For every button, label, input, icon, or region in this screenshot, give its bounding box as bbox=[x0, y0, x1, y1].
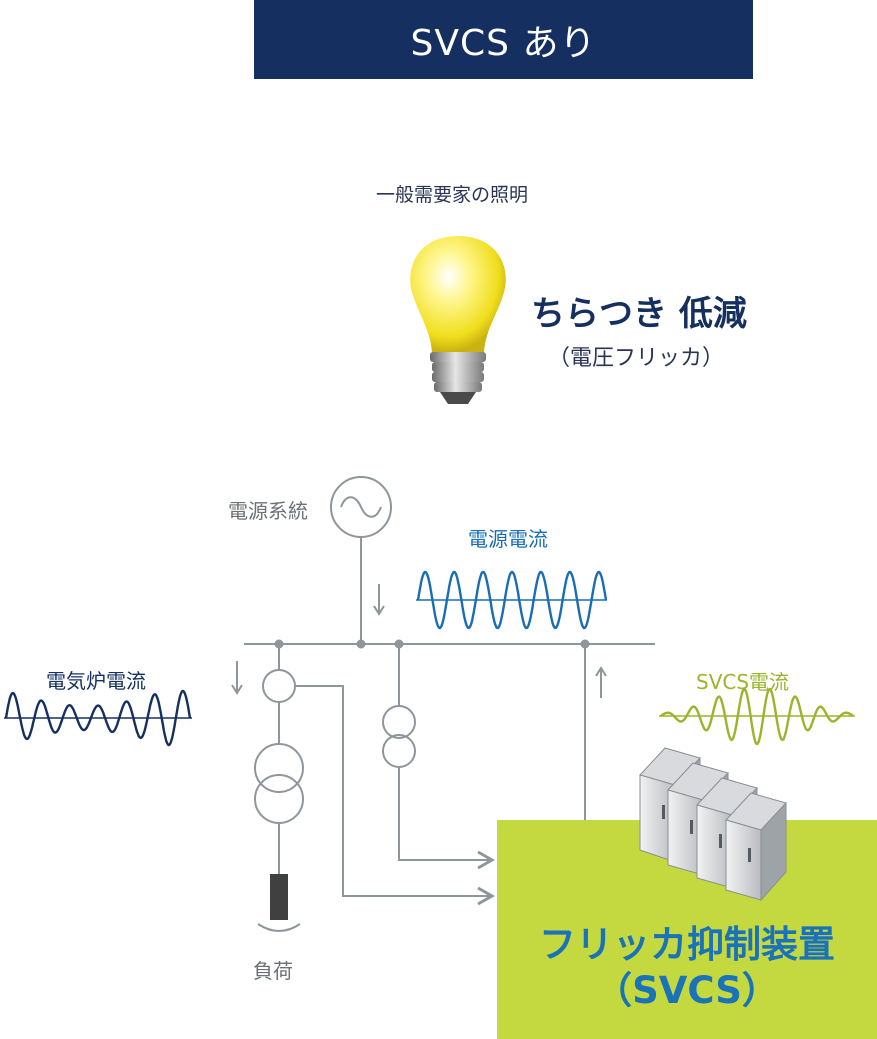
arrow-down-furnace-icon bbox=[231, 661, 243, 695]
svcs-device-abbr: （SVCS） bbox=[595, 969, 779, 1013]
power-grid-label: 電源系統 bbox=[228, 499, 308, 523]
current-transformer-icon bbox=[262, 669, 296, 703]
load-electrode-icon bbox=[257, 874, 301, 932]
load-label: 負荷 bbox=[253, 959, 293, 983]
voltage-transformer-icon bbox=[382, 705, 416, 768]
svcs-current-label: SVCS電流 bbox=[696, 670, 790, 694]
header-title: SVCS あり bbox=[254, 0, 753, 79]
arrow-down-source-icon bbox=[373, 584, 385, 616]
light-bulb-icon bbox=[410, 236, 506, 404]
transformer-icon bbox=[254, 743, 304, 824]
furnace-current-wave bbox=[4, 689, 192, 747]
lighting-label: 一般需要家の照明 bbox=[376, 184, 529, 206]
source-current-wave bbox=[416, 570, 608, 630]
svcs-current-wave bbox=[660, 687, 854, 746]
bus-junctions bbox=[274, 639, 590, 649]
furnace-current-label: 電気炉電流 bbox=[46, 669, 146, 693]
arrow-up-svcs-icon bbox=[595, 666, 607, 698]
flow-arrows bbox=[231, 584, 607, 698]
svcs-device-label: フリッカ抑制装置 （SVCS） bbox=[497, 922, 877, 1015]
flicker-reduction-label: ちらつき 低減 bbox=[531, 294, 747, 334]
voltage-flicker-label: （電圧フリッカ） bbox=[548, 346, 725, 371]
svcs-device-name: フリッカ抑制装置 bbox=[539, 923, 835, 966]
source-current-label: 電源電流 bbox=[468, 527, 548, 551]
